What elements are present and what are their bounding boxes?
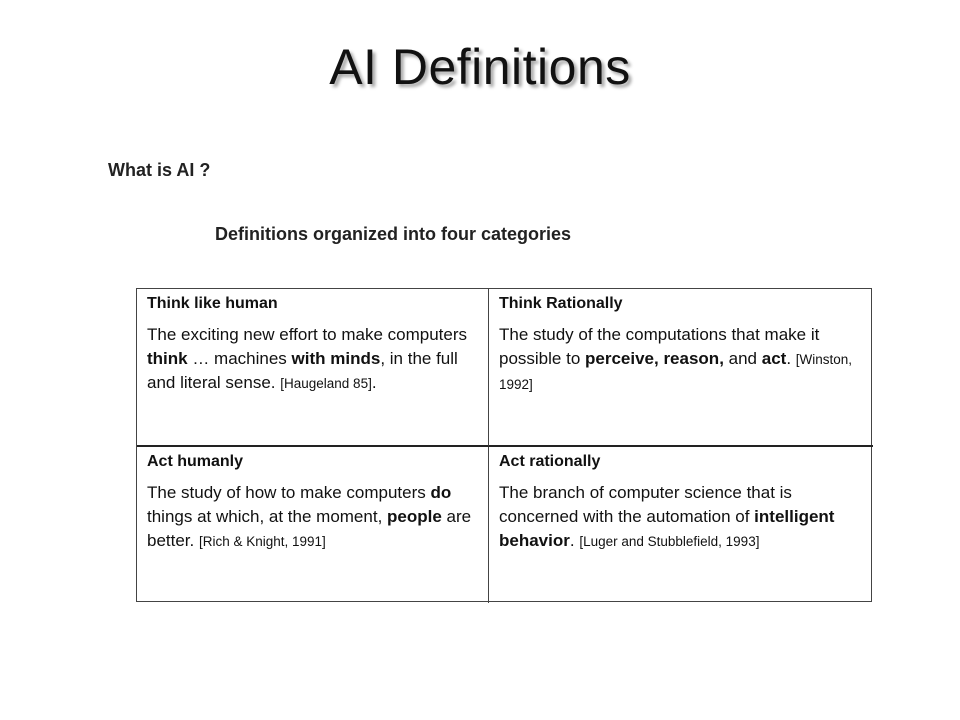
quadrant-think-like-human: Think like human The exciting new effort…: [137, 289, 489, 447]
quadrant-definition: The branch of computer science that is c…: [499, 481, 863, 554]
quadrant-title: Think like human: [147, 295, 278, 312]
quadrant-title: Think Rationally: [499, 295, 623, 312]
citation: [Luger and Stubblefield, 1993]: [579, 534, 760, 549]
citation: [Winston, 1992]: [499, 352, 853, 392]
emphasis-text: think: [147, 349, 188, 368]
emphasis-text: intelligent behavior: [499, 507, 835, 550]
emphasis-text: with minds: [291, 349, 381, 368]
citation: [Rich & Knight, 1991]: [198, 534, 326, 549]
citation: [Haugeland 85]: [280, 376, 372, 391]
subtitle-text: Definitions organized into four categori…: [215, 224, 572, 244]
emphasis-text: act: [761, 349, 787, 368]
quadrant-act-rationally: Act rationally The branch of computer sc…: [489, 447, 873, 603]
emphasis-text: do: [430, 483, 452, 502]
definition-text: … machines: [187, 349, 292, 368]
quadrant-title: Act rationally: [499, 453, 601, 470]
emphasis-text: perceive, reason,: [585, 349, 724, 368]
definition-text: .: [786, 349, 796, 368]
question-text: What is AI ?: [108, 160, 211, 180]
definition-text: The study of how to make computers: [147, 483, 431, 502]
quadrant-title: Act humanly: [147, 453, 244, 470]
quadrant-act-humanly: Act humanly The study of how to make com…: [137, 447, 489, 603]
definition-text: .: [371, 373, 377, 392]
definition-text: The study of the computations that make …: [499, 325, 820, 368]
quadrant-definition: The study of the computations that make …: [499, 323, 863, 397]
emphasis-text: people: [387, 507, 442, 526]
definition-text: , in the full and literal sense.: [147, 349, 458, 392]
definition-text: The branch of computer science that is c…: [499, 483, 792, 526]
quadrant-definition: The study of how to make computers do th…: [147, 481, 478, 554]
definitions-table: Think like human The exciting new effort…: [136, 288, 873, 603]
quadrant-definition: The exciting new effort to make computer…: [147, 323, 478, 396]
definition-text: things at which, at the moment,: [147, 507, 388, 526]
definition-text: .: [569, 531, 580, 550]
definition-text: The exciting new effort to make computer…: [147, 325, 468, 344]
definition-text: are better.: [147, 507, 472, 550]
slide-title: AI Definitions: [329, 39, 631, 95]
quadrant-think-rationally: Think Rationally The study of the comput…: [489, 289, 873, 447]
definition-text: and: [723, 349, 762, 368]
